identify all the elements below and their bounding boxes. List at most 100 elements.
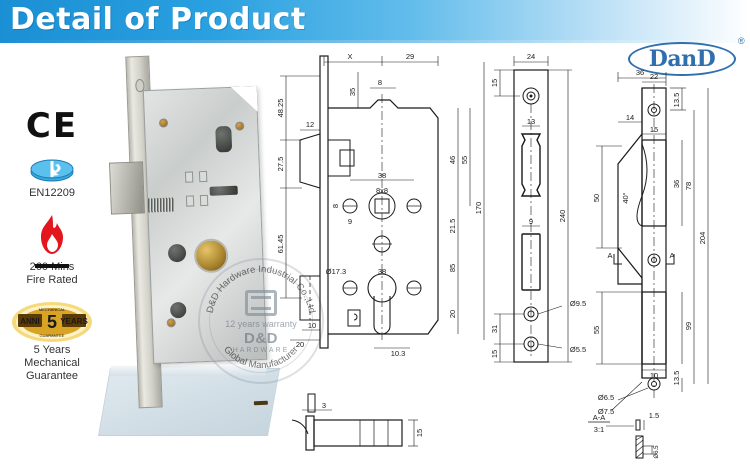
dim-top-8: 8 [378, 78, 382, 87]
badge-en12209: EN12209 [0, 158, 104, 200]
technical-drawings: X 29 35 8 48.25 27.5 61.45 12 38 8x8 8 9… [262, 48, 750, 464]
dim-21-5: 21.5 [448, 219, 457, 234]
dim-85: 85 [448, 264, 457, 272]
case-slot-4 [199, 194, 209, 207]
warranty-seal-icon: ANNI YEARS 5 MECHANICAL GUARANTEE [10, 301, 94, 342]
dim-sp-55: 55 [592, 326, 601, 334]
latch-bolt [109, 161, 145, 215]
screw-bottom-left [166, 318, 176, 328]
dim-sp-14: 14 [626, 113, 634, 122]
dim-fp-24: 24 [527, 52, 535, 61]
screw-top-right [235, 121, 245, 131]
dim-sp-bot-13-5: 13.5 [672, 371, 681, 386]
svg-text:5: 5 [47, 312, 57, 332]
dim-sp-78: 78 [684, 182, 693, 190]
svg-text:YEARS: YEARS [60, 317, 88, 326]
en-standard-icon [28, 158, 76, 184]
screw-top-left [158, 118, 169, 128]
dim-61-45: 61.45 [276, 235, 285, 254]
dim-20: 20 [296, 340, 304, 349]
dim-cyl-dia: Ø17.3 [326, 267, 346, 276]
dim-sp-99: 99 [684, 322, 693, 330]
dim-55: 55 [460, 156, 469, 164]
dim-fp-240: 240 [558, 210, 567, 223]
lock-hole-lower [169, 301, 187, 319]
dim-sp-15: 15 [650, 125, 658, 134]
dim-12: 12 [306, 120, 314, 129]
svg-text:ANNI: ANNI [20, 317, 40, 326]
badge-en12209-label: EN12209 [29, 187, 75, 199]
fire-flame-icon [34, 214, 70, 268]
drawing-lock-body-labels: X 29 35 8 48.25 27.5 61.45 12 38 8x8 8 9… [276, 52, 483, 358]
lock-body-corner-cut [231, 86, 258, 113]
latch-spring [147, 197, 175, 213]
case-slot-2 [198, 170, 208, 183]
ce-mark-icon: CE [25, 106, 79, 146]
drawing-strike-plate [613, 84, 675, 398]
lock-body-case [142, 85, 268, 406]
dim-fp-31: 31 [490, 325, 499, 333]
dim-38-cyl: 38 [378, 267, 386, 276]
drawing-lock-body-dimensions [280, 56, 485, 349]
section-aa-scale: 3:1 [594, 425, 604, 434]
dim-sp-204: 204 [698, 232, 707, 245]
section-marker-a-left: A [607, 251, 612, 260]
drawing-faceplate-dimensions [494, 56, 572, 363]
dim-fp-13: 13 [527, 117, 535, 126]
drawing-faceplate-side [291, 393, 418, 451]
dim-10-3: 10.3 [391, 349, 406, 358]
dim-35: 35 [348, 88, 357, 96]
acrylic-display-base [98, 368, 280, 436]
svg-text:MECHANICAL: MECHANICAL [39, 307, 66, 312]
dim-x: X [347, 52, 352, 61]
dim-46: 46 [448, 156, 457, 164]
dim-sp-36b: 36 [672, 180, 681, 188]
dim-spindle-8: 8 [331, 204, 340, 208]
dim-8x8: 8x8 [376, 186, 388, 195]
dim-fp-9: 9 [529, 217, 533, 226]
section-marker-a-right: A [669, 251, 674, 260]
dim-sp-50: 50 [592, 194, 601, 202]
page-header: Detail of Product [0, 0, 750, 40]
dim-sp-36: 36 [636, 68, 644, 77]
drawing-strike-plate-dimensions [596, 72, 709, 411]
logo-oval-shape [628, 42, 736, 76]
dim-aa-1-5: 1.5 [649, 411, 659, 420]
dim-10: 10 [308, 321, 316, 330]
header-underline [0, 40, 750, 43]
dim-fp-15: 15 [490, 79, 499, 87]
dim-spindle-9: 9 [348, 217, 352, 226]
dim-sp-d65: Ø6.5 [598, 393, 614, 402]
badge-warranty-label: 5 Years Mechanical Guarantee [24, 344, 80, 382]
dim-29: 29 [406, 52, 414, 61]
lock-hole-top [215, 125, 233, 153]
certification-badges: CE EN12209 260 Mins Fire Rated [0, 108, 104, 397]
dim-27-5: 27.5 [276, 157, 285, 172]
drawing-lock-body [299, 55, 439, 349]
dim-170: 170 [474, 202, 483, 215]
cylinder-hole [193, 238, 268, 406]
brand-logo: DanD ® [628, 36, 745, 76]
dim-fp-d95: Ø9.5 [570, 299, 586, 308]
dim-aa-height: Ø6.5 [654, 445, 660, 459]
dim-20-right: 20 [448, 310, 457, 318]
registered-trademark-icon: ® [738, 36, 745, 46]
acrylic-display-base-top [109, 366, 267, 376]
case-slot-3 [185, 195, 195, 207]
badge-warranty: ANNI YEARS 5 MECHANICAL GUARANTEE 5 Year… [0, 301, 104, 383]
dim-sp-40deg: 40° [621, 192, 630, 203]
svg-text:GUARANTEE: GUARANTEE [40, 333, 65, 338]
dim-fp-bot-15: 15 [490, 350, 499, 358]
logo-text: DanD [648, 46, 716, 72]
page-title: Detail of Product [10, 2, 306, 37]
lock-hole-left [167, 243, 187, 263]
dim-side-3: 3 [322, 401, 326, 410]
badge-fire-rating: 260 Mins Fire Rated [0, 214, 104, 287]
dim-38-follower: 38 [378, 171, 386, 180]
badge-ce: CE [0, 108, 104, 144]
product-photo [96, 50, 280, 454]
dim-sp-22: 22 [650, 72, 658, 81]
dim-side-15: 15 [415, 429, 424, 437]
dim-48-25: 48.25 [276, 99, 285, 118]
dim-sp-d75: Ø7.5 [598, 407, 614, 416]
